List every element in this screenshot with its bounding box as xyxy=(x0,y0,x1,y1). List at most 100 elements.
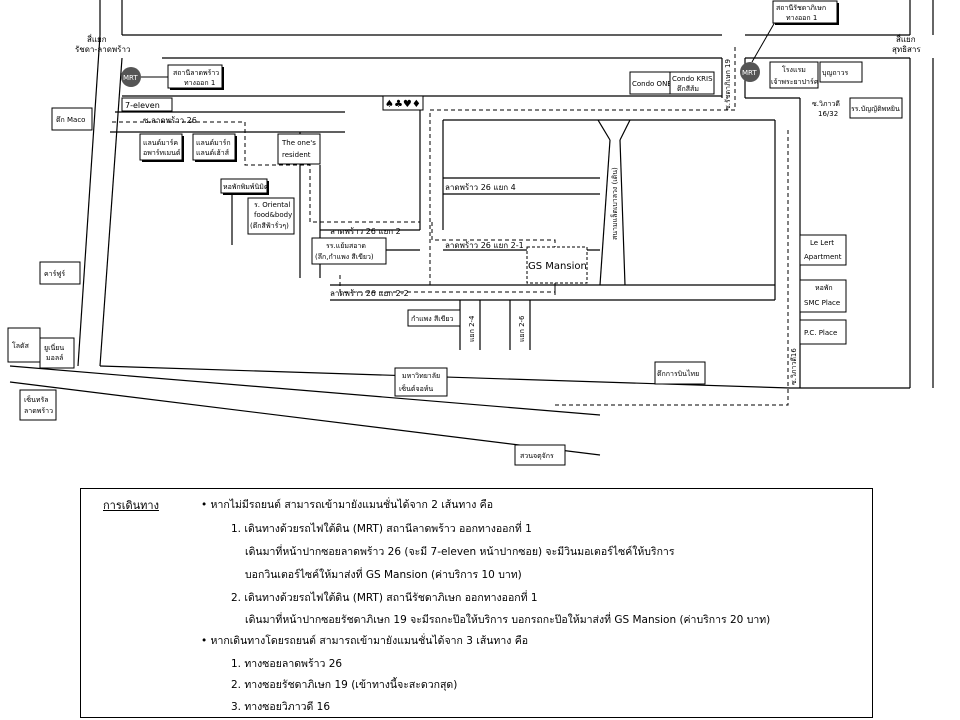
bunyavat-label: บุญถาวร xyxy=(822,69,849,77)
dorm-box: หอพักพิมพ์นิมิต xyxy=(220,178,269,195)
dorm-label: หอพักพิมพ์นิมิต xyxy=(223,183,269,191)
hotel-line1: โรงแรม xyxy=(782,65,806,74)
mrt-ladprao-marker: MRT xyxy=(121,67,141,87)
junction-right-line1: สี่แยก xyxy=(896,33,916,44)
le-lert-line2: Apartment xyxy=(804,253,842,261)
school2-box: รร.บัญญัติพหยิน xyxy=(849,97,903,119)
kamphaeng-label: กำแพง สีเขียว xyxy=(411,315,453,323)
station-ratchada-box: สถานีรัชดาภิเษก ทางออก 1 xyxy=(772,0,839,25)
bank2-box: แลนด์มาร์ก แลนด์เฮ้าส์ xyxy=(192,133,237,162)
smc-box: หอพัก SMC Place xyxy=(799,279,847,313)
school-line1: รร.แย้มสอาด xyxy=(326,242,366,250)
le-lert-box: Le Lert Apartment xyxy=(799,234,847,266)
station-ratchada-exit: ทางออก 1 xyxy=(786,14,817,22)
soi26-2-2-label: ลาดพร้าว 26 แยก 2-2 xyxy=(330,289,409,298)
soi2-6-label: แยก 2-6 xyxy=(518,315,526,342)
university-line1: มหาวิทยาลัย xyxy=(402,372,440,380)
union-mall-box: ยูเนี่ยน มอลล์ xyxy=(39,337,75,369)
vibhavadi-line2: 16/32 xyxy=(818,110,838,118)
hotel-box: โรงแรม เจ้าพระยาปาร์ค xyxy=(769,61,819,89)
station-ladprao-box: สถานีลาดพร้าว ทางออก 1 xyxy=(167,64,224,90)
maco-box: ตึก Maco xyxy=(51,107,93,131)
thai-cardboard-box: ตึกการบินไทย xyxy=(654,361,706,385)
central-box: เซ็นทรัล ลาดพร้าว xyxy=(19,389,57,421)
hotel-line2: เจ้าพระยาปาร์ค xyxy=(771,78,819,86)
travel-instructions-box: การเดินทาง • หากไม่มีรถยนต์ สามารถเข้ามา… xyxy=(80,488,873,718)
vacant-land-label: สนามแล็ตเบาลวง (เดิน) xyxy=(610,167,619,240)
lotus-label: โลตัส xyxy=(12,341,30,350)
card-suits-box: ♠♣♥♦ xyxy=(382,95,424,111)
station-ladprao-label: สถานีลาดพร้าว xyxy=(173,69,219,77)
university-box: มหาวิทยาลัย เซ็นต์จอห์น xyxy=(394,367,448,397)
suan-chatuchak-label: สวนจตุจักร xyxy=(520,452,554,460)
legend-line-2: 1. เดินทางด้วยรถไฟใต้ดิน (MRT) สถานีลาดพ… xyxy=(231,523,532,535)
routes xyxy=(112,45,789,406)
map-canvas: MRT สถานีลาดพร้าว ทางออก 1 สี่แยก รัชดา-… xyxy=(7,0,934,466)
mrt-label: MRT xyxy=(123,74,138,82)
mrt-ratchada-marker: MRT xyxy=(740,62,760,82)
condo-one-box: Condo ONE xyxy=(629,71,672,95)
legend-line-9: 2. ทางซอยรัชดาภิเษก 19 (เข้าทางนี้จะสะดว… xyxy=(231,679,458,691)
legend-line-10: 3. ทางซอยวิภาวดี 16 xyxy=(231,701,331,713)
oriental-line1: ร. Oriental xyxy=(254,201,290,209)
legend-title: การเดินทาง xyxy=(103,499,159,512)
ones-resident-box: The one's resident xyxy=(277,133,321,165)
kamphaeng-box: กำแพง สีเขียว xyxy=(407,309,461,327)
pc-place-box: P.C. Place xyxy=(799,319,847,345)
union-mall-line2: มอลล์ xyxy=(46,354,63,362)
legend-line-3: เดินมาที่หน้าปากซอยลาดพร้าว 26 (จะมี 7-e… xyxy=(245,546,675,558)
school-box: รร.แย้มสอาด (ลึก,กำแพง สีเขียว) xyxy=(311,237,387,265)
legend-line-5: 2. เดินทางด้วยรถไฟใต้ดิน (MRT) สถานีรัชด… xyxy=(231,592,538,604)
bank2-line2: แลนด์เฮ้าส์ xyxy=(196,149,230,157)
bank1-line1: แลนด์มาร์ค xyxy=(143,139,178,147)
bank2-line1: แลนด์มาร์ก xyxy=(196,139,231,147)
junction-left-line2: รัชดา-ลาดพร้าว xyxy=(75,45,130,54)
pc-place-label: P.C. Place xyxy=(804,329,837,337)
bunyavat-box: บุญถาวร xyxy=(819,61,863,83)
condo-kris-line1: Condo KRIS xyxy=(672,75,713,83)
legend-line-7: • หากเดินทางโดยรถยนต์ สามารถเข้ามายังแมน… xyxy=(201,635,529,647)
school-line2: (ลึก,กำแพง สีเขียว) xyxy=(315,252,374,261)
central-line2: ลาดพร้าว xyxy=(24,407,53,415)
junction-left-line1: สี่แยก xyxy=(87,33,107,44)
seven-eleven-box: 7-eleven xyxy=(121,97,173,112)
smc-line2: SMC Place xyxy=(804,299,840,307)
soi-ladprao26-label: ซ.ลาดพร้าว 26 xyxy=(143,116,197,125)
oriental-box: ร. Oriental food&body (ตึกสีฟ้ารั่วๆ) xyxy=(247,197,295,235)
suan-chatuchak-box: สวนจตุจักร xyxy=(514,444,566,466)
bank1-box: แลนด์มาร์ค อพาร์ทเมนต์ xyxy=(139,133,184,162)
university-line2: เซ็นต์จอห์น xyxy=(399,384,433,393)
union-mall-line1: ยูเนี่ยน xyxy=(44,343,64,352)
oriental-line3: (ตึกสีฟ้ารั่วๆ) xyxy=(250,221,289,230)
gs-mansion-label: GS Mansion xyxy=(528,261,587,272)
soi2-4-label: แยก 2-4 xyxy=(468,315,476,342)
ones-resident-line2: resident xyxy=(282,151,311,159)
central-line1: เซ็นทรัล xyxy=(24,395,49,404)
station-ladprao-exit: ทางออก 1 xyxy=(184,79,215,87)
carefour-box: คาร์ฟูร์ xyxy=(39,261,81,285)
seven-eleven-label: 7-eleven xyxy=(125,101,160,110)
maco-label: ตึก Maco xyxy=(56,115,85,124)
vibhavadi16-label: ซ.วิภาวดี16 xyxy=(790,348,798,385)
junction-right-line2: สุทธิสาร xyxy=(892,45,921,54)
soi26-2-label: ลาดพร้าว 26 แยก 2 xyxy=(330,227,401,236)
smc-line1: หอพัก xyxy=(815,284,833,292)
station-ratchada-label: สถานีรัชดาภิเษก xyxy=(776,4,826,12)
condo-kris-line2: ตึกสีส้ม xyxy=(677,84,699,93)
le-lert-line1: Le Lert xyxy=(810,239,834,247)
legend-line-1: • หากไม่มีรถยนต์ สามารถเข้ามายังแมนชั่นไ… xyxy=(201,499,494,511)
oriental-line2: food&body xyxy=(254,211,292,219)
school2-label: รร.บัญญัติพหยิน xyxy=(851,105,900,113)
card-suits-label: ♠♣♥♦ xyxy=(385,99,421,110)
legend-line-8: 1. ทางซอยลาดพร้าว 26 xyxy=(231,658,343,670)
ratchada19-label: ซ.รัชดาภิเษก 19 xyxy=(724,59,732,110)
ones-resident-line1: The one's xyxy=(281,139,316,147)
gs-mansion-box: GS Mansion xyxy=(526,246,588,284)
condo-one-label: Condo ONE xyxy=(632,80,672,88)
soi26-2-1-label: ลาดพร้าว 26 แยก 2-1 xyxy=(445,241,524,250)
thai-cardboard-label: ตึกการบินไทย xyxy=(657,369,699,378)
condo-kris-box: Condo KRIS ตึกสีส้ม xyxy=(669,71,715,95)
bank1-line2: อพาร์ทเมนต์ xyxy=(143,149,181,157)
vibhavadi-line1: ซ.วิภาวดี xyxy=(812,100,840,108)
legend-line-4: บอกวินเตอร์ไซค์ให้มาส่งที่ GS Mansion (ค… xyxy=(245,569,522,581)
